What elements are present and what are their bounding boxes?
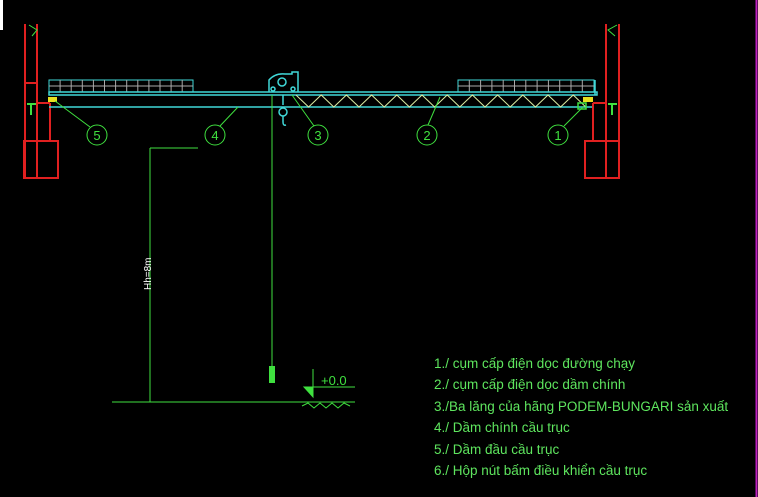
right-end-truck xyxy=(583,97,593,102)
right-column-mark xyxy=(607,24,618,37)
main-beam xyxy=(48,80,598,108)
balloon-3: 3 xyxy=(307,124,329,146)
ground-hatch xyxy=(301,402,351,409)
elevation-label: +0.0 xyxy=(321,373,347,388)
right-column xyxy=(584,24,620,179)
svg-text:4: 4 xyxy=(211,128,218,143)
left-rail-icon xyxy=(27,103,36,115)
legend-item-2: 2./ cụm cấp điện dọc dầm chính xyxy=(434,377,626,393)
legend-item-6: 6./ Hộp nút bấm điều khiển cầu trục xyxy=(434,463,648,479)
height-dimension xyxy=(149,147,198,402)
legend-item-4: 4./ Dầm chính cầu trục xyxy=(434,420,570,436)
pendant-control-box xyxy=(269,366,275,383)
legend-item-1: 1./ cụm cấp điện dọc đường chạy xyxy=(434,356,636,371)
left-column-mark xyxy=(28,24,38,37)
balloon-1: 1 xyxy=(547,124,569,146)
corner-mark xyxy=(0,0,3,30)
left-rail-grid xyxy=(48,79,194,93)
leaders xyxy=(54,94,585,128)
hoist-trolley xyxy=(268,71,299,126)
svg-text:3: 3 xyxy=(314,128,321,143)
svg-text:2: 2 xyxy=(423,128,430,143)
legend-item-5: 5./ Dầm đầu cầu trục xyxy=(434,441,560,457)
right-rail-icon xyxy=(608,103,617,115)
height-label: Hh=8m xyxy=(143,257,154,290)
legend-item-3: 3./Ba lăng của hãng PODEM-BUNGARI sản xu… xyxy=(434,398,729,414)
svg-text:1: 1 xyxy=(554,128,561,143)
balloon-2: 2 xyxy=(416,124,438,146)
legend: 1./ cụm cấp điện dọc đường chạy 2./ cụm … xyxy=(434,353,728,481)
balloon-5: 5 xyxy=(86,124,108,146)
cable-box xyxy=(577,102,587,110)
right-rail-grid xyxy=(457,79,595,93)
balloon-4: 4 xyxy=(204,124,226,146)
elevation-mark xyxy=(302,369,355,399)
left-end-truck xyxy=(48,97,57,102)
left-column xyxy=(23,24,59,179)
truss xyxy=(295,94,587,108)
svg-text:5: 5 xyxy=(93,128,100,143)
